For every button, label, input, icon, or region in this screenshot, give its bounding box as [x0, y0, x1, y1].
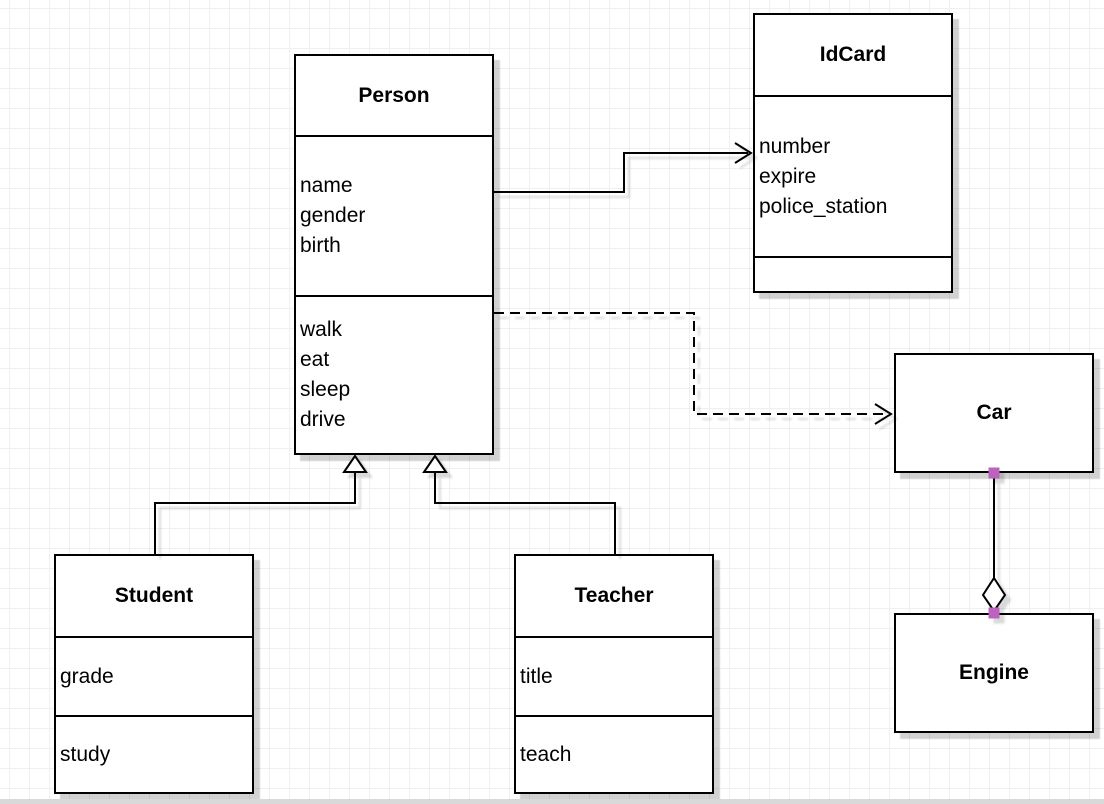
person-methods-compartment: walk eat sleep drive: [296, 295, 492, 453]
class-title: IdCard: [819, 43, 887, 66]
attribute-label: name: [300, 174, 353, 197]
class-title: Car: [976, 401, 1012, 424]
class-box-car[interactable]: Car: [894, 353, 1094, 473]
teacher-methods-compartment: teach: [516, 715, 712, 792]
idcard-attributes-compartment: number expire police_station: [755, 95, 951, 256]
attribute-label: grade: [60, 664, 114, 688]
hollow-diamond-icon: [981, 576, 1007, 613]
canvas-bottom-edge: [0, 799, 1104, 804]
edge-person-car-dependency[interactable]: [494, 312, 893, 425]
attribute-label: number: [759, 134, 831, 158]
edge-teacher-person-generalization[interactable]: [422, 454, 616, 554]
class-title: Engine: [958, 661, 1029, 684]
edge-person-idcard-association[interactable]: [494, 142, 753, 193]
hollow-triangle-icon: [422, 454, 448, 473]
class-box-engine[interactable]: Engine: [894, 613, 1094, 733]
attribute-label: expire: [759, 164, 817, 188]
method-label: sleep: [300, 378, 351, 401]
method-label: eat: [300, 348, 330, 371]
method-label: teach: [520, 742, 572, 766]
attribute-label: birth: [300, 234, 341, 257]
class-title: Teacher: [574, 584, 654, 607]
attribute-label: police_station: [759, 194, 888, 218]
edge-car-engine-aggregation[interactable]: [981, 467, 1007, 619]
method-label: walk: [300, 318, 343, 341]
class-box-student[interactable]: Student grade study: [54, 554, 254, 794]
class-title: Person: [358, 83, 430, 107]
attribute-label: gender: [300, 204, 366, 227]
class-box-teacher[interactable]: Teacher title teach: [514, 554, 714, 794]
open-arrowhead-icon: [874, 403, 893, 425]
attribute-label: title: [520, 664, 553, 688]
open-arrowhead-icon: [734, 142, 753, 164]
method-label: study: [60, 742, 111, 766]
class-box-person[interactable]: Person name gender birth walk eat sleep …: [294, 54, 494, 455]
student-methods-compartment: study: [56, 715, 252, 792]
teacher-attributes-compartment: title: [516, 636, 712, 715]
person-attributes-compartment: name gender birth: [296, 135, 492, 295]
student-attributes-compartment: grade: [56, 636, 252, 715]
hollow-triangle-icon: [342, 454, 368, 473]
edge-student-person-generalization[interactable]: [154, 454, 368, 554]
method-label: drive: [300, 408, 346, 431]
class-box-idcard[interactable]: IdCard number expire police_station: [753, 13, 953, 293]
idcard-methods-compartment: [755, 256, 951, 291]
class-title: Student: [114, 584, 194, 607]
